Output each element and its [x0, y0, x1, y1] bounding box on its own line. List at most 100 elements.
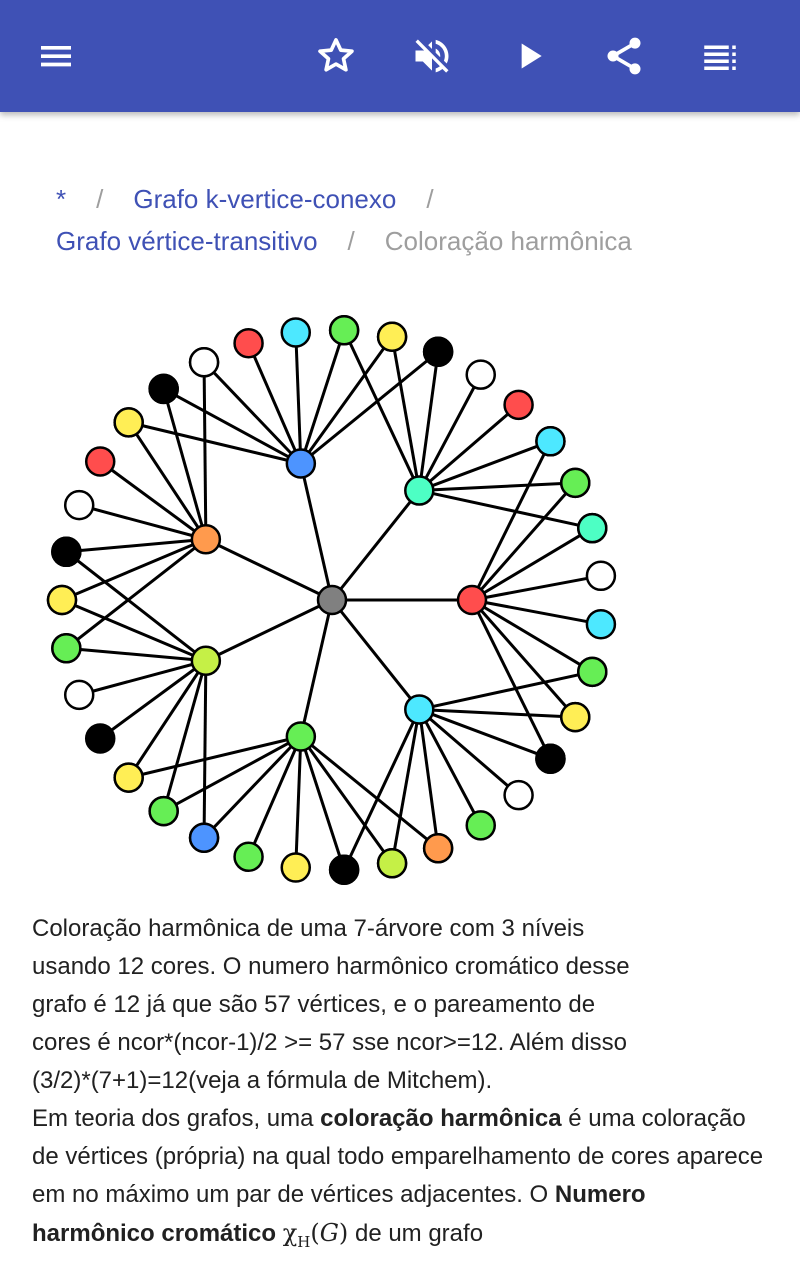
leaf-vertex — [84, 446, 116, 477]
menu-icon — [41, 46, 71, 67]
tree-edge — [128, 735, 302, 780]
leaf-vertex — [560, 467, 591, 499]
tree-edge — [471, 598, 594, 674]
math-formula: χH(G) — [282, 1219, 349, 1251]
breadcrumb-link-home[interactable]: * — [56, 184, 67, 214]
tree-edge — [299, 735, 394, 865]
tree-edge — [418, 403, 520, 492]
tree-edge — [342, 708, 421, 871]
figure-caption: Coloração harmônica de uma 7-árvore com … — [32, 915, 630, 1094]
contents-button[interactable] — [688, 24, 752, 88]
breadcrumb-current-page: Coloração harmônica — [384, 226, 632, 256]
leaf-vertex — [465, 810, 496, 841]
tree-graph-image — [46, 315, 617, 885]
leaf-vertex — [188, 822, 220, 854]
tree-edge — [202, 660, 208, 838]
tree-edge — [418, 708, 520, 797]
leaf-vertex — [51, 536, 82, 568]
tree-edge — [205, 537, 333, 602]
leaf-vertex — [84, 723, 116, 754]
tree-edge — [419, 481, 576, 493]
tree-edge — [127, 659, 208, 779]
leaf-vertex — [422, 336, 454, 367]
hub-vertex — [190, 524, 222, 555]
tree-edge — [99, 460, 207, 541]
tree-edge — [294, 332, 303, 464]
playlist-icon — [704, 45, 736, 70]
mute-button[interactable] — [400, 24, 464, 88]
tree-edge — [78, 503, 207, 541]
leaf-vertex — [188, 346, 220, 378]
tree-edge — [470, 599, 577, 719]
breadcrumb: * / Grafo k-vertice-conexo / Grafo vérti… — [56, 178, 756, 262]
tree-edge — [61, 598, 207, 663]
tree-edge — [202, 361, 302, 465]
tree-edge — [418, 489, 593, 530]
tree-edge — [419, 707, 576, 719]
tree-edge — [202, 735, 302, 839]
breadcrumb-link-vertex-transitive[interactable]: Grafo vértice-transitivo — [56, 226, 318, 256]
breadcrumb-row-2: Grafo vértice-transitivo / Coloração har… — [56, 220, 756, 262]
tree-edge — [247, 735, 303, 858]
share-button[interactable] — [592, 24, 656, 88]
leaf-vertex — [376, 321, 408, 353]
tree-edge — [247, 342, 303, 465]
tree-edge — [417, 373, 483, 492]
tree-edge — [330, 489, 421, 601]
leaf-vertex — [113, 762, 144, 793]
tree-edge — [418, 708, 551, 761]
tree-edge — [78, 659, 207, 697]
leaf-vertex — [51, 632, 82, 664]
term-harmonic-chromatic-number: Numero harmônico cromático — [32, 1181, 646, 1247]
tree-edge — [418, 670, 593, 711]
leaf-vertex — [46, 584, 78, 616]
tree-edge — [99, 659, 207, 740]
hub-vertex — [404, 475, 435, 506]
tree-edge — [127, 421, 208, 541]
term-harmonic-coloring: coloração harmônica — [320, 1105, 562, 1132]
tree-edge — [65, 550, 207, 662]
math-chi: χ — [282, 1219, 298, 1247]
hub-vertex — [285, 721, 317, 752]
tree-edge — [299, 735, 440, 850]
play-button[interactable] — [498, 24, 562, 88]
breadcrumb-link-k-vertex-connected[interactable]: Grafo k-vertice-conexo — [133, 184, 397, 214]
leaf-vertex — [577, 512, 608, 544]
leaf-vertex — [63, 679, 95, 711]
leaf-vertex — [280, 852, 312, 883]
tree-edge — [330, 599, 421, 711]
tree-edge — [61, 537, 207, 602]
tree-edge — [299, 329, 346, 464]
tree-edge — [417, 351, 440, 491]
tree-edge — [202, 362, 208, 540]
favorite-button[interactable] — [304, 24, 368, 88]
tree-edge — [162, 387, 302, 465]
leaf-vertex — [328, 854, 360, 885]
leaf-vertex — [585, 608, 617, 640]
leaf-vertex — [233, 841, 264, 873]
volume-off-icon — [415, 39, 449, 73]
tree-edge — [66, 537, 206, 554]
menu-button[interactable] — [24, 24, 88, 88]
leaf-vertex — [233, 327, 264, 359]
breadcrumb-row-1: * / Grafo k-vertice-conexo / — [56, 178, 756, 220]
tree-edge — [390, 709, 421, 864]
tree-edge — [390, 336, 421, 491]
hub-vertex — [404, 694, 435, 725]
tree-edge — [299, 599, 334, 737]
tree-edge — [294, 736, 303, 868]
tree-edge — [299, 350, 440, 465]
tree-edge — [417, 708, 483, 827]
tree-edge — [417, 709, 440, 849]
leaf-vertex — [280, 317, 312, 348]
tree-edge — [418, 439, 551, 492]
tree-edge — [342, 329, 421, 492]
star-icon — [318, 38, 354, 72]
leaf-vertex — [465, 359, 496, 390]
tree-edge — [471, 598, 602, 626]
app-bar — [0, 0, 800, 112]
article-body: Coloração harmônica de uma 7-árvore com … — [32, 910, 772, 1261]
tree-edge — [205, 598, 333, 663]
tree-edge — [162, 660, 208, 812]
leaf-vertex — [113, 407, 144, 438]
